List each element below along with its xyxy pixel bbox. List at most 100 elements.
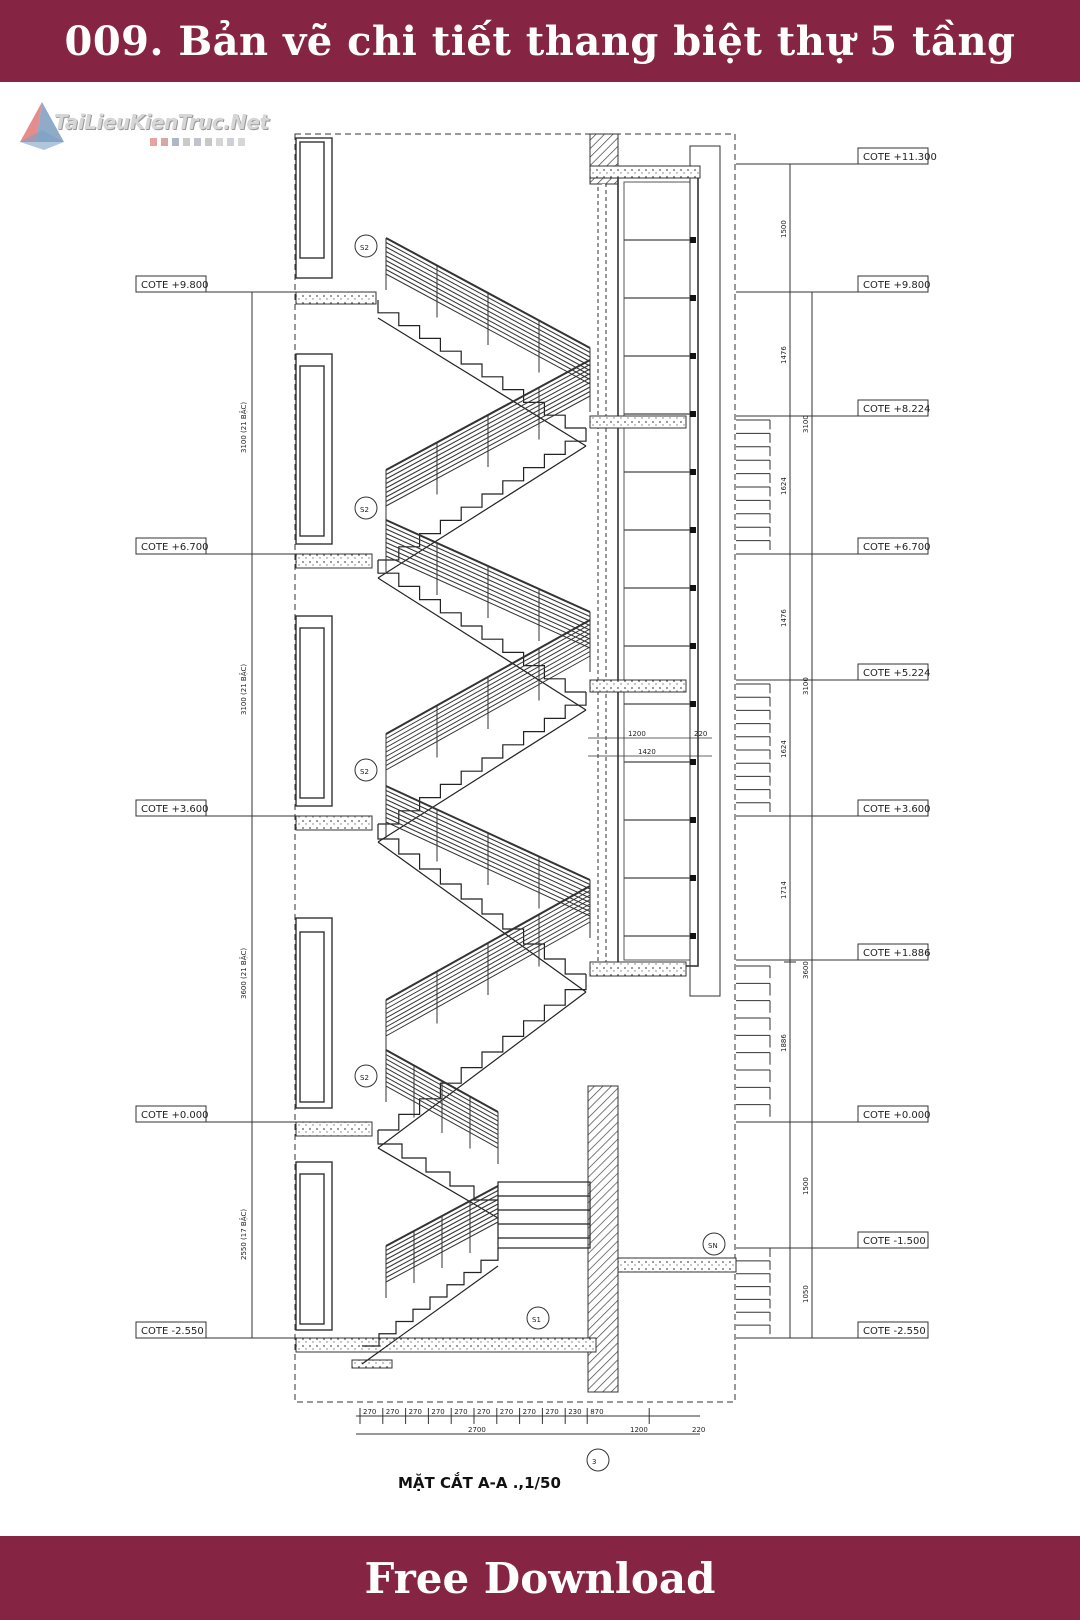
tag-label: S2 <box>360 244 369 252</box>
watermark-text: TaiLieuKienTruc.Net <box>54 110 269 134</box>
stair-flight <box>377 560 586 693</box>
right-level-label: COTE -2.550 <box>863 1326 926 1337</box>
bottom-step-dim: 870 <box>590 1408 603 1416</box>
right-level-8: COTE -1.500 <box>736 1231 929 1249</box>
bottom-step-dim: 270 <box>523 1408 536 1416</box>
left-level-label: COTE +3.600 <box>141 804 208 815</box>
left-level-label: COTE +0.000 <box>141 1110 208 1121</box>
bottom-step-dim: 270 <box>545 1408 558 1416</box>
left-level-label: COTE -2.550 <box>141 1326 204 1337</box>
window-anchor <box>690 585 696 591</box>
tag-label: S2 <box>360 768 369 776</box>
mid-dimension: 1200 220 1420 <box>588 730 712 757</box>
right-level-4: COTE +5.224 <box>736 663 930 681</box>
right-level-2: COTE +8.224 <box>736 399 930 417</box>
stair-soffit <box>377 317 587 447</box>
bottom-step-dim: 270 <box>409 1408 422 1416</box>
stair-soffit <box>377 841 587 993</box>
right-dimension: 1500 <box>802 1177 810 1195</box>
stair-soffit <box>377 577 587 711</box>
window-anchor <box>690 933 696 939</box>
left-level-label: COTE +6.700 <box>141 542 208 553</box>
right-dimension: 1886 <box>780 1034 788 1052</box>
section-tag: S2 <box>354 496 378 520</box>
right-dimension: 1624 <box>780 477 788 495</box>
stair-soffit <box>377 1147 499 1219</box>
section-tag: 3 <box>586 1448 610 1472</box>
right-level-label: COTE +3.600 <box>863 804 930 815</box>
right-level-6: COTE +1.886 <box>736 943 930 961</box>
bottom-step-dim: 230 <box>568 1408 581 1416</box>
free-download-banner[interactable]: Free Download <box>0 1536 1080 1620</box>
right-level-0: COTE +11.300 <box>736 147 937 165</box>
right-level-label: COTE +11.300 <box>863 152 937 163</box>
right-level-label: COTE +1.886 <box>863 948 930 959</box>
floor-slab <box>295 291 377 305</box>
right-dimension: 3100 <box>802 677 810 695</box>
right-dimension: 3600 <box>802 961 810 979</box>
bottom-total-dim: 220 <box>692 1426 705 1434</box>
window-anchor <box>690 469 696 475</box>
left-level-0: COTE +9.800 <box>135 275 300 293</box>
tag-label: S2 <box>360 1074 369 1082</box>
floor-slab <box>589 165 701 179</box>
section-tag: SN <box>702 1232 726 1256</box>
floor-slab <box>589 961 687 977</box>
window-anchor <box>690 643 696 649</box>
bottom-step-dim: 270 <box>477 1408 490 1416</box>
right-level-label: COTE +5.224 <box>863 668 930 679</box>
section-tag: S2 <box>354 234 378 258</box>
mid-dim-1200: 1200 <box>628 730 646 738</box>
left-level-2: COTE +3.600 <box>135 799 300 817</box>
stair-flight <box>362 1248 499 1347</box>
lower-steps-block <box>497 1181 591 1249</box>
left-dimension: 3600 (21 BẬC) <box>239 948 248 999</box>
mid-dim-220: 220 <box>694 730 707 738</box>
left-dimension: 2550 (17 BẬC) <box>239 1209 248 1260</box>
watermark-squares <box>150 138 245 146</box>
window-anchor <box>690 353 696 359</box>
right-level-label: COTE +6.700 <box>863 542 930 553</box>
drawing-title: MẶT CẮT A-A .,1/50 <box>398 1471 561 1492</box>
right-dimension: 1050 <box>802 1285 810 1303</box>
bottom-step-dim: 270 <box>386 1408 399 1416</box>
watermark-logo: TaiLieuKienTruc.Net <box>14 100 269 160</box>
window-anchor <box>690 411 696 417</box>
stair-flight <box>378 428 587 561</box>
window-anchor <box>690 237 696 243</box>
page-title: 009. Bản vẽ chi tiết thang biệt thự 5 tầ… <box>0 0 1080 82</box>
tag-label: S2 <box>360 506 369 514</box>
window-anchor <box>690 295 696 301</box>
left-wall-openings <box>295 137 333 1331</box>
bottom-total-dim: 1200 <box>630 1426 648 1434</box>
stair-soffit <box>377 991 587 1149</box>
right-level-label: COTE +8.224 <box>863 404 930 415</box>
window-anchor <box>690 527 696 533</box>
floor-slab <box>351 1359 393 1369</box>
section-tag: S2 <box>354 758 378 782</box>
right-level-label: COTE +0.000 <box>863 1110 930 1121</box>
logo-icon <box>20 102 64 150</box>
right-level-5: COTE +3.600 <box>736 799 930 817</box>
window-anchor <box>690 759 696 765</box>
window-anchor <box>690 875 696 881</box>
left-level-label: COTE +9.800 <box>141 280 208 291</box>
right-dimension: 1476 <box>780 609 788 627</box>
stair-flight <box>378 974 587 1131</box>
right-dimension: 3100 <box>802 415 810 433</box>
left-level-4: COTE -2.550 <box>135 1321 300 1339</box>
right-level-label: COTE -1.500 <box>863 1236 926 1247</box>
window-anchor <box>690 701 696 707</box>
tag-label: 3 <box>592 1458 596 1466</box>
right-dimension: 1714 <box>780 881 788 899</box>
section-tag: S1 <box>526 1306 550 1330</box>
stair-flight <box>377 1130 498 1201</box>
right-level-label: COTE +9.800 <box>863 280 930 291</box>
right-dimension: 1476 <box>780 346 788 364</box>
stair-flight <box>377 300 586 429</box>
stair-soffit <box>377 709 587 843</box>
floor-slab <box>295 553 373 569</box>
mid-dim-1420: 1420 <box>638 748 656 756</box>
